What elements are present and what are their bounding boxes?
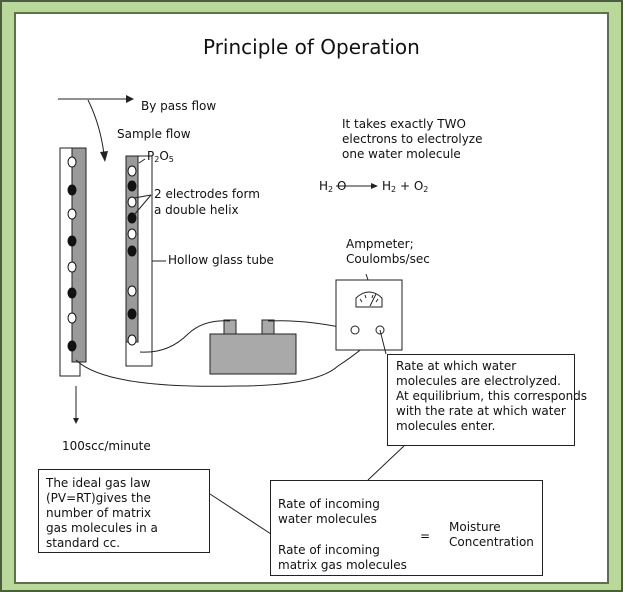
rate-line: At equilibrium, this corresponds [396,389,588,403]
denominator-line1: Rate of incoming [278,543,380,557]
gas-law-line: gas molecules in a [46,521,158,535]
gas-law-line: standard cc. [46,536,121,550]
left-electrode-strip [71,147,87,363]
ampmeter-terminal-left [350,325,360,335]
fraction-box [270,480,543,576]
gas-law-line: The ideal gas law [46,476,151,490]
electrode-dot-filled [127,180,137,192]
equation-rhs: H2 + O2 [382,179,429,194]
right-electrode-dots [127,165,137,346]
gas-law-box: The ideal gas law (PV=RT)gives the numbe… [38,469,210,553]
electrode-dot-open [67,156,77,168]
sample-arrowhead [100,151,108,162]
electrode-dot-filled [67,287,77,299]
electrode-leader-2 [133,194,152,216]
diagram-graphics [58,95,408,535]
ampmeter-label-line2: Coulombs/sec [346,252,430,266]
electrode-dot-filled [67,184,77,196]
equation-lhs: H2 O [319,179,347,194]
electrode-dot-open [127,165,137,177]
page-title: Principle of Operation [203,35,420,59]
wire-electrode-battery [139,320,231,353]
electrode-dot-open [127,196,137,208]
equals-sign: = [420,529,431,543]
electrode-dot-filled [67,340,77,352]
denominator-line2: matrix gas molecules [278,558,407,572]
electrode-dot-open [67,312,77,324]
electrode-dot-filled [127,245,137,257]
result-line1: Moisture [449,520,501,534]
ampmeter-label-leader [365,273,369,281]
ampmeter-body [335,279,403,351]
electrode-dot-filled [67,235,77,247]
battery-terminal-left [223,319,237,335]
electrode-dot-open [67,208,77,220]
electrode-dot-filled [127,308,137,320]
electrode-dot-filled [127,212,137,224]
tube-label: Hollow glass tube [168,253,274,267]
left-electrode-dots [67,156,77,352]
electrode-leader-1 [133,194,152,199]
flow-out-label: 100scc/minute [62,439,151,453]
sample-arrow-curve [87,99,105,155]
gas-law-line: number of matrix [46,506,152,520]
electrodes-label-line1: 2 electrodes form [154,187,260,201]
sample-flow-label: Sample flow [117,127,191,141]
rate-line: Rate at which water [396,359,517,373]
note-line1: It takes exactly TWO [342,117,466,131]
flow-out-arrowhead [73,418,79,424]
gaslaw-to-fraction-connector [209,493,272,535]
ampmeter-needle [369,293,377,307]
electrode-dot-open [67,261,77,273]
p2o5-leader [138,158,146,164]
gas-law-line: (PV=RT)gives the [46,491,151,505]
diagram-panel: Principle of Operation [14,12,609,584]
numerator-line2: water molecules [278,512,377,526]
rate-to-fraction-connector [367,445,405,481]
result-line2: Concentration [449,535,534,549]
rate-box: Rate at which water molecules are electr… [387,354,588,446]
p2o5-label: P2O5 [147,149,174,164]
electrode-dot-open [127,285,137,297]
battery-terminal-right [261,319,275,335]
meter-to-rate-leader [379,329,387,355]
rate-line: molecules are electrolyzed. [396,374,561,388]
equation-arrowhead [371,183,378,189]
numerator-line1: Rate of incoming [278,497,380,511]
bypass-arrowhead [126,95,134,103]
ampmeter-label-line1: Ampmeter; [346,237,414,251]
wire-return-loop [75,331,381,387]
note-line3: one water molecule [342,147,461,161]
electrode-dot-open [127,228,137,240]
electrodes-label-line2: a double helix [154,203,239,217]
rate-line: with the rate at which water [396,404,566,418]
bypass-label: By pass flow [141,99,217,113]
rate-line: molecules enter. [396,419,496,433]
note-line2: electrons to electrolyze [342,132,483,146]
battery [209,333,297,375]
electrode-dot-open [127,334,137,346]
